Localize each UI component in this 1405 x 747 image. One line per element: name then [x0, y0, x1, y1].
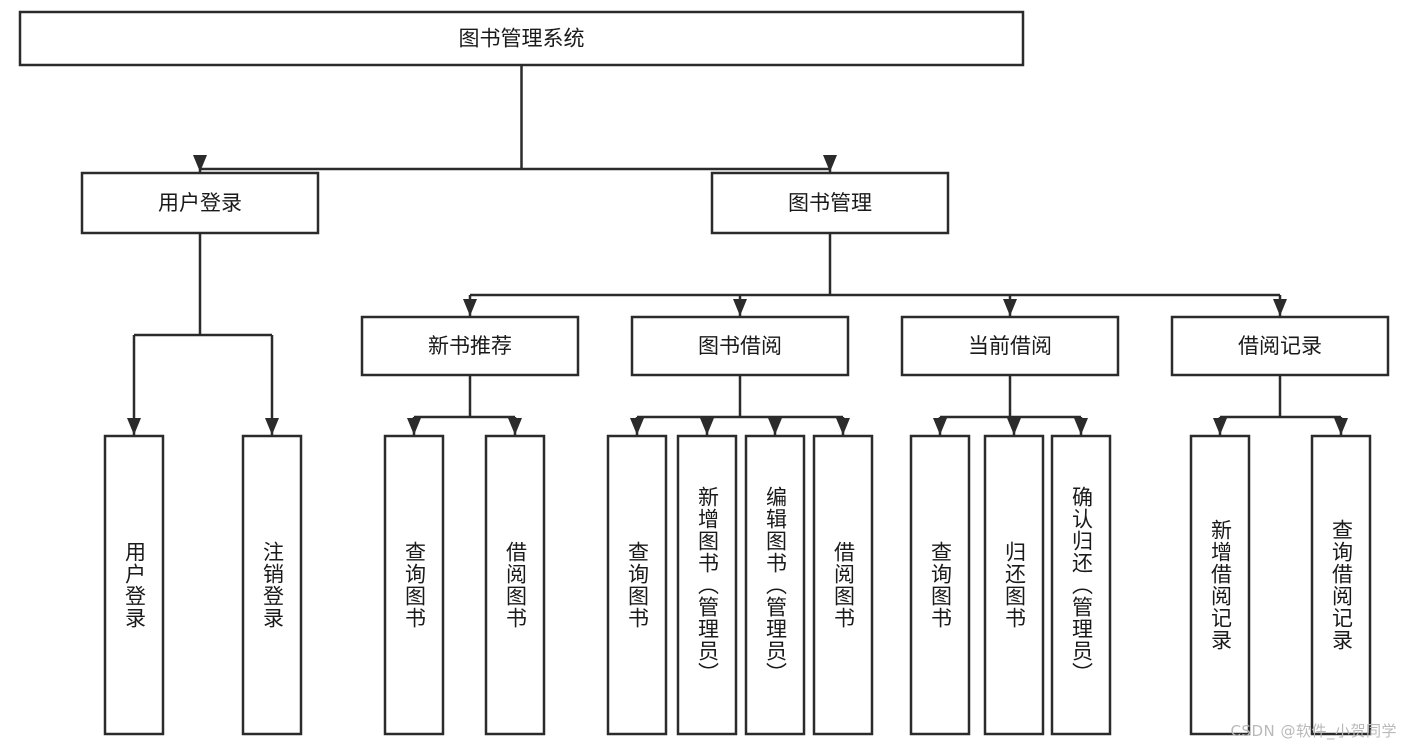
node-leaf-add-borrow-record[interactable] — [1189, 434, 1251, 736]
node-current-borrow[interactable]: 当前借阅 — [900, 315, 1120, 377]
node-box-current-borrow[interactable] — [900, 315, 1120, 377]
edge-group-user-login — [127, 233, 279, 435]
node-box-leaf-return-book[interactable] — [983, 434, 1045, 736]
node-box-borrow-record[interactable] — [1170, 315, 1390, 377]
node-box-leaf-add-borrow-record[interactable] — [1189, 434, 1251, 736]
node-box-leaf-query-book-2[interactable] — [606, 434, 668, 736]
node-box-leaf-user-login[interactable] — [103, 434, 165, 736]
node-leaf-return-book[interactable] — [983, 434, 1045, 736]
edge-group-book-borrow — [630, 375, 850, 435]
node-new-book-rec[interactable]: 新书推荐 — [360, 315, 580, 377]
node-label-current-borrow: 当前借阅 — [968, 334, 1052, 358]
node-book-manage[interactable]: 图书管理 — [710, 171, 950, 235]
node-box-leaf-borrow-book-1[interactable] — [484, 434, 546, 736]
edge-group-current-borrow — [933, 375, 1088, 435]
node-box-leaf-borrow-book-2[interactable] — [812, 434, 874, 736]
node-root[interactable]: 图书管理系统 — [18, 10, 1025, 67]
node-leaf-query-book-1[interactable] — [383, 434, 445, 736]
node-user-login[interactable]: 用户登录 — [80, 171, 320, 235]
node-box-leaf-edit-book-admin[interactable] — [744, 434, 806, 736]
edge-group-book-manage — [463, 233, 1287, 316]
node-box-leaf-query-book-3[interactable] — [909, 434, 971, 736]
node-label-user-login: 用户登录 — [158, 191, 242, 215]
connector-layer — [127, 65, 1348, 435]
node-leaf-user-logout[interactable] — [241, 434, 303, 736]
node-label-new-book-rec: 新书推荐 — [428, 334, 512, 358]
node-label-book-manage: 图书管理 — [788, 191, 872, 215]
node-leaf-query-book-3[interactable] — [909, 434, 971, 736]
node-box-leaf-confirm-return-admin[interactable] — [1050, 434, 1112, 736]
node-leaf-borrow-book-2[interactable] — [812, 434, 874, 736]
node-box-leaf-add-book-admin[interactable] — [676, 434, 738, 736]
node-leaf-query-book-2[interactable] — [606, 434, 668, 736]
node-box-book-borrow[interactable] — [630, 315, 850, 377]
node-borrow-record[interactable]: 借阅记录 — [1170, 315, 1390, 377]
node-label-borrow-record: 借阅记录 — [1238, 334, 1322, 358]
node-leaf-query-borrow-record[interactable] — [1310, 434, 1372, 736]
edge-group-borrow-record — [1213, 375, 1348, 435]
node-box-new-book-rec[interactable] — [360, 315, 580, 377]
node-leaf-confirm-return-admin[interactable] — [1050, 434, 1112, 736]
node-box-leaf-user-logout[interactable] — [241, 434, 303, 736]
node-box-leaf-query-borrow-record[interactable] — [1310, 434, 1372, 736]
watermark-text: CSDN @软件_小贺同学 — [1230, 722, 1397, 740]
node-box-book-manage[interactable] — [710, 171, 950, 235]
node-leaf-borrow-book-1[interactable] — [484, 434, 546, 736]
node-leaf-user-login[interactable] — [103, 434, 165, 736]
node-box-user-login[interactable] — [80, 171, 320, 235]
node-box-leaf-query-book-1[interactable] — [383, 434, 445, 736]
edge-group-root — [193, 65, 837, 172]
node-leaf-add-book-admin[interactable] — [676, 434, 738, 736]
node-book-borrow[interactable]: 图书借阅 — [630, 315, 850, 377]
node-box-root[interactable] — [18, 10, 1025, 67]
node-leaf-edit-book-admin[interactable] — [744, 434, 806, 736]
edge-group-new-book-rec — [407, 375, 522, 435]
node-label-root: 图书管理系统 — [459, 27, 585, 51]
node-label-book-borrow: 图书借阅 — [698, 334, 782, 358]
